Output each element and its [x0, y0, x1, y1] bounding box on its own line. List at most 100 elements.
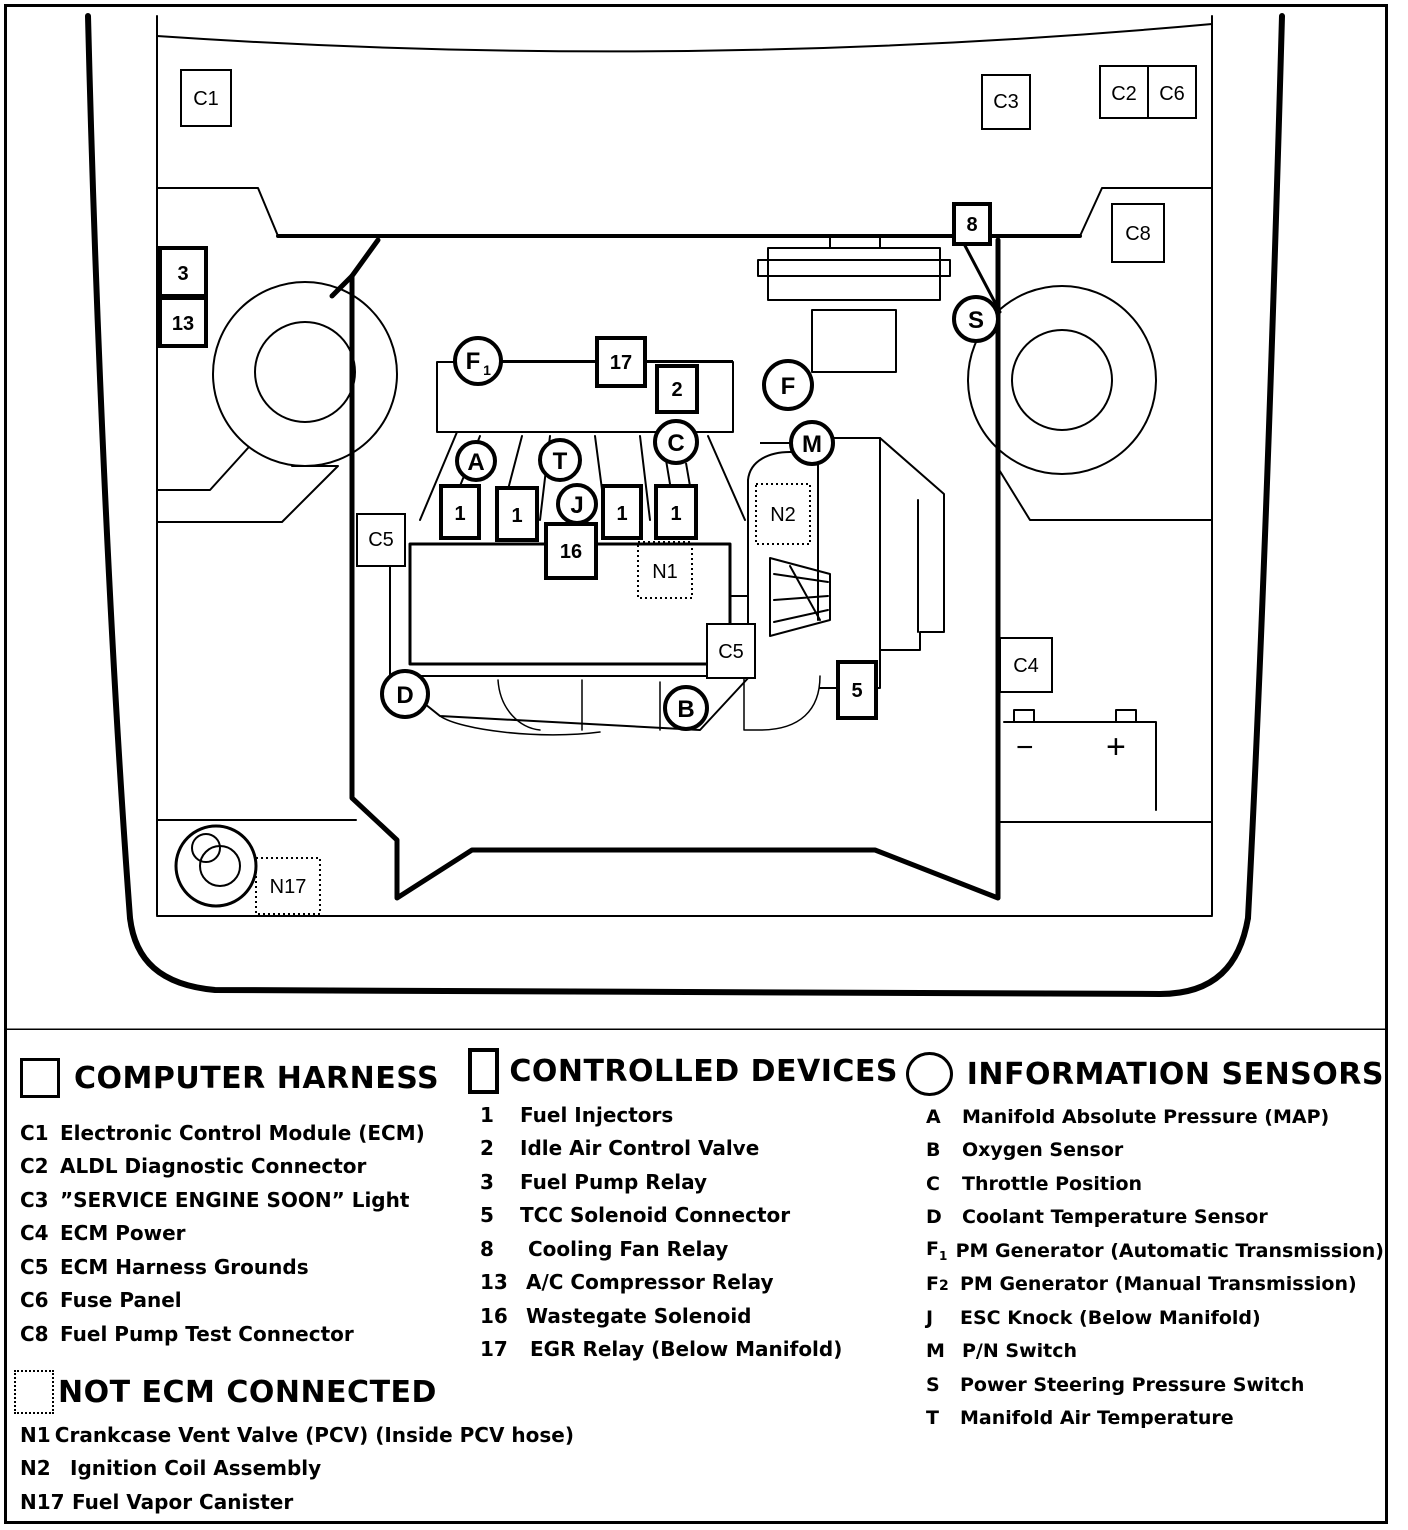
device-symbol-icon	[468, 1048, 500, 1094]
marker-13: 13	[172, 313, 194, 335]
marker-f: F	[781, 373, 796, 400]
marker-c5: C5	[368, 529, 394, 551]
harness-markers	[180, 65, 1197, 693]
marker-1: 1	[454, 503, 465, 525]
marker-c-circle	[653, 419, 699, 465]
marker-17: 17	[610, 352, 632, 374]
marker-c6: C6	[1159, 83, 1185, 105]
marker-1d-box	[654, 484, 698, 540]
marker-d-circle	[380, 669, 430, 719]
sensor-symbol-icon	[906, 1052, 953, 1096]
marker-c: C	[667, 430, 684, 457]
legend-not-ecm-title: NOT ECM CONNECTED	[58, 1374, 437, 1410]
marker-b: B	[677, 696, 694, 723]
marker-1: 1	[511, 505, 522, 527]
marker-b-circle	[663, 685, 709, 731]
marker-f-circle	[762, 359, 814, 411]
marker-c5: C5	[718, 641, 744, 663]
marker-t: T	[553, 448, 568, 475]
legend-computer-harness-header: COMPUTER HARNESS	[20, 1058, 460, 1098]
vehicle-body	[85, 13, 1285, 997]
marker-f1-subscript: 1	[483, 362, 491, 378]
marker-j: J	[570, 492, 583, 519]
marker-8: 8	[966, 214, 977, 236]
marker-13-box	[158, 296, 208, 348]
legend-item: C3”SERVICE ENGINE SOON” Light	[20, 1187, 410, 1212]
marker-5-box	[836, 660, 878, 720]
marker-1c-box	[601, 484, 643, 540]
marker-1: 1	[670, 503, 681, 525]
marker-t-circle	[538, 438, 582, 482]
marker-5: 5	[851, 680, 862, 702]
marker-8-box	[952, 202, 992, 246]
battery-minus: −	[1016, 731, 1034, 764]
marker-c1-box	[180, 69, 232, 127]
marker-c5a-box	[356, 513, 406, 567]
marker-c3-box	[981, 74, 1031, 130]
legend-computer-harness-title: COMPUTER HARNESS	[74, 1060, 440, 1096]
legend-controlled-devices-title: CONTROLLED DEVICES	[509, 1053, 898, 1089]
marker-16: 16	[560, 541, 582, 563]
marker-c1: C1	[193, 88, 219, 110]
battery-plus: +	[1106, 728, 1126, 766]
diagram-frame	[4, 4, 1388, 1524]
marker-m-circle	[789, 420, 835, 466]
marker-3: 3	[177, 263, 188, 285]
marker-m: M	[802, 431, 822, 458]
not-ecm-symbol-icon	[14, 1370, 54, 1414]
marker-2-box	[655, 364, 699, 414]
marker-c2: C2	[1111, 83, 1137, 105]
marker-3-box	[158, 246, 208, 298]
marker-1a-box	[439, 484, 481, 540]
marker-1b-box	[495, 486, 539, 542]
marker-n1-box	[637, 541, 693, 599]
marker-s: S	[968, 307, 984, 334]
harness-symbol-icon	[20, 1058, 60, 1098]
marker-a-circle	[455, 440, 497, 482]
marker-s-circle	[952, 295, 1000, 343]
marker-f1: F	[466, 348, 481, 375]
marker-n2-box	[755, 483, 811, 545]
marker-16-box	[544, 522, 598, 580]
marker-c8: C8	[1125, 223, 1151, 245]
legend-not-ecm-header: NOT ECM CONNECTED	[14, 1370, 574, 1414]
marker-c5b-box	[706, 623, 756, 679]
marker-n17: N17	[270, 876, 307, 898]
marker-2: 2	[671, 379, 682, 401]
marker-c4: C4	[1013, 655, 1039, 677]
marker-n1: N1	[652, 561, 678, 583]
legend-information-sensors-title: INFORMATION SENSORS	[966, 1056, 1384, 1092]
marker-c3: C3	[993, 91, 1019, 113]
marker-d: D	[396, 682, 413, 709]
marker-1: 1	[616, 503, 627, 525]
device-markers	[158, 202, 992, 720]
marker-j-circle	[556, 483, 598, 525]
marker-c8-box	[1111, 203, 1165, 263]
